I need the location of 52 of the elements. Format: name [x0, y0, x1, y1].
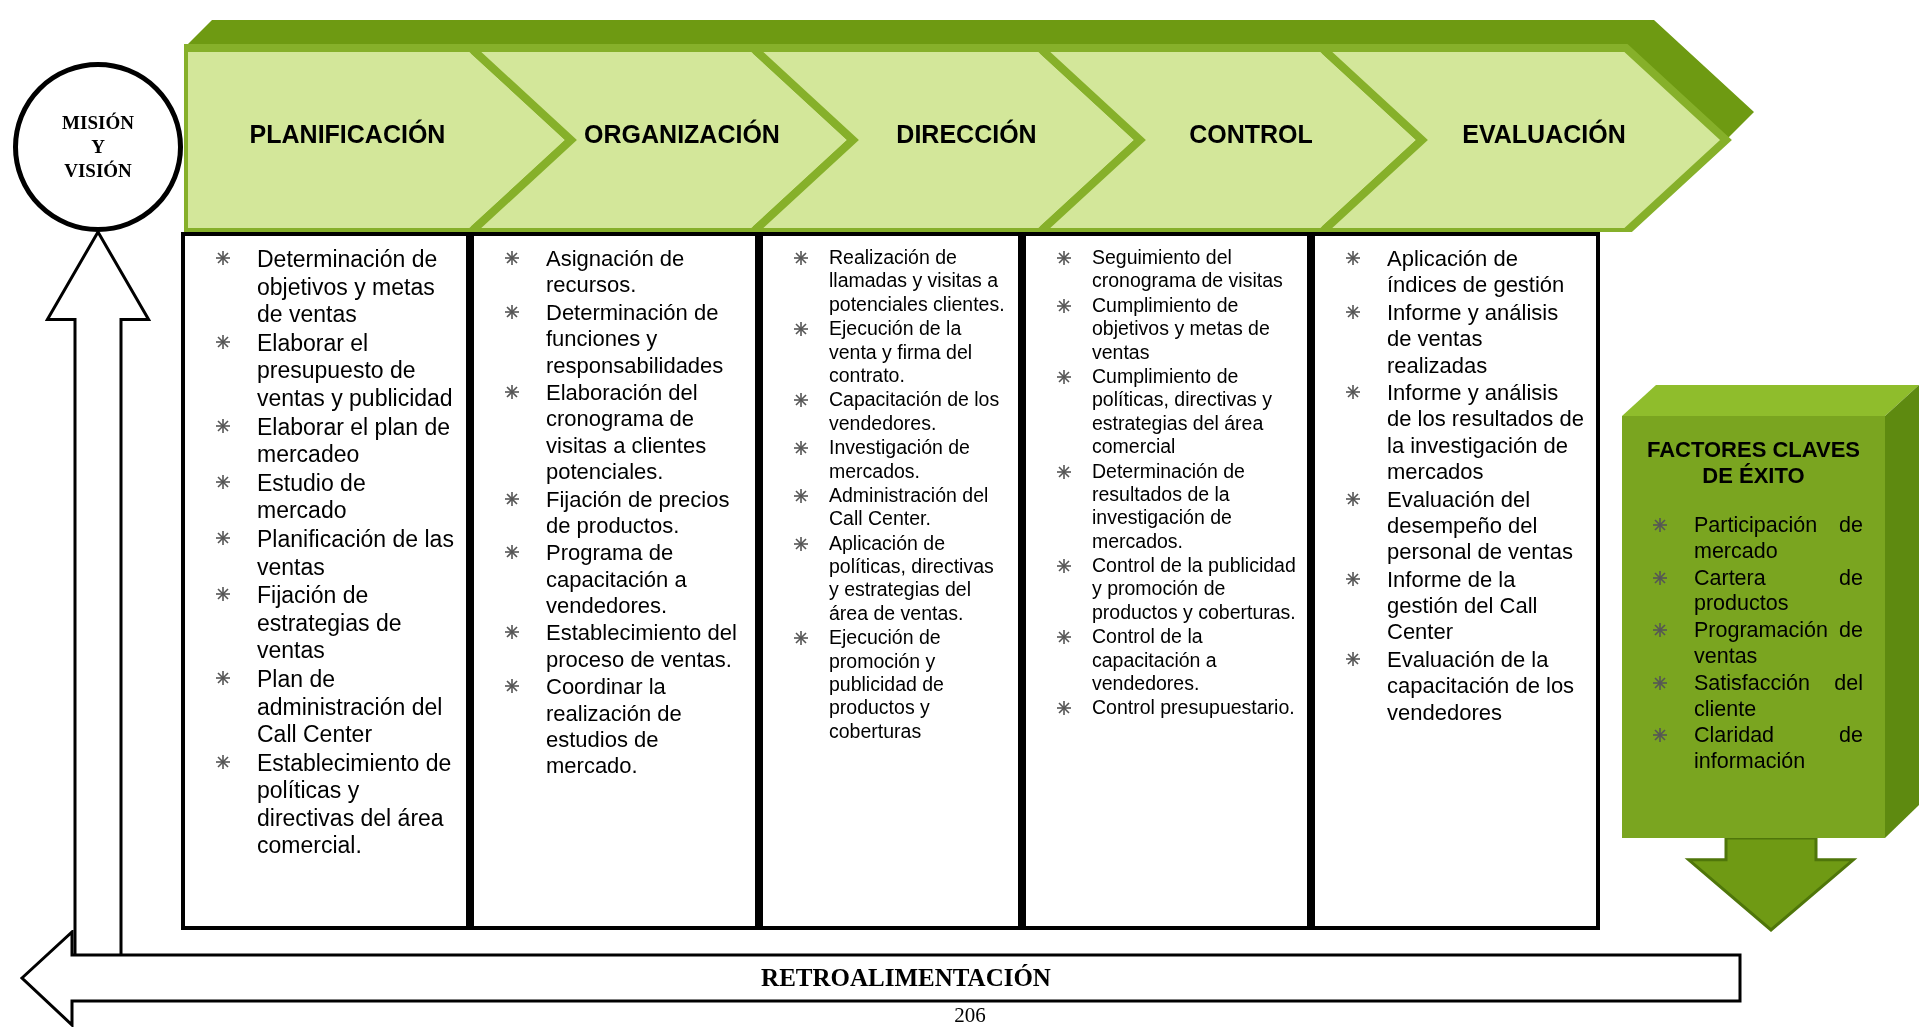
stage-label: ORGANIZACIÓN: [583, 120, 781, 149]
list-item: Elaborar el plan de mercadeo: [257, 413, 452, 469]
page-number: 206: [953, 1003, 987, 1027]
stage-label: EVALUACIÓN: [1461, 120, 1627, 149]
list-item: Cartera de productos: [1694, 565, 1863, 618]
list-item: Control presupuestario.: [1092, 696, 1296, 720]
panel-heading: FACTORES CLAVES DE ÉXITO: [1645, 437, 1862, 490]
list-item: Fijación de precios de productos.: [546, 486, 731, 540]
list-item: Administración del Call Center.: [829, 483, 990, 531]
list-item: Capacitación de los vendedores.: [829, 388, 1001, 436]
list-panel: [181, 232, 470, 930]
circle-label: MISIÓN Y VISIÓN: [61, 111, 135, 183]
list-item: Informe y análisis de ventas realizadas: [1387, 299, 1560, 379]
list-item: Ejecución de la venta y firma del contrato.: [829, 317, 974, 388]
list-item: Plan de administración del Call Center: [257, 665, 444, 749]
list-item: Asignación de recursos.: [546, 246, 686, 299]
list-item: Control de la publicidad y promoción de productos y coberturas.: [1092, 554, 1297, 625]
list-item: Coordinar la realización de estudios de mercado.: [546, 674, 683, 780]
list-item: Investigación de mercados.: [829, 436, 971, 483]
list-item: Satisfacción del cliente: [1694, 670, 1863, 723]
list-item: Informe y análisis de los resultados de la investigación de mercados: [1387, 379, 1585, 486]
list-item: Aplicación de políticas, directivas y estrategias del área de ventas.: [829, 531, 995, 626]
stage-label: PLANIFICACIÓN: [248, 120, 447, 149]
list-item: Programa de capacitación a vendedores.: [546, 540, 688, 620]
list-item: Evaluación del desempeño del personal de ventas: [1387, 486, 1574, 566]
arrow: [1684, 836, 1858, 932]
stage-label: DIRECCIÓN: [895, 120, 1038, 149]
list-item: Determinación de objetivos y metas de ventas: [257, 246, 439, 329]
list-item: Cumplimiento de políticas, directivas y estrategias del área comercial: [1092, 364, 1273, 459]
list-item: Determinación de resultados de la investigación de mercados.: [1092, 459, 1246, 554]
stage-label: CONTROL: [1188, 120, 1314, 149]
list-item: Establecimiento de políticas y directivas del área comercial.: [257, 749, 453, 861]
list-item: Ejecución de promoción y publicidad de productos y coberturas: [829, 626, 945, 744]
band-label: RETROALIMENTACIÓN: [760, 963, 1052, 993]
list-item: Planificación de las ventas: [257, 525, 455, 582]
list-item: Control de la capacitación a vendedores.: [1092, 625, 1218, 696]
list-item: Cumplimiento de objetivos y metas de ventas: [1092, 293, 1271, 364]
list-item: Estudio de mercado: [257, 469, 367, 525]
list-item: Programación de ventas: [1694, 618, 1863, 670]
list-item: Elaboración del cronograma de visitas a clientes potenciales.: [546, 379, 708, 486]
list-item: Participación de mercado: [1694, 513, 1863, 565]
list-item: Establecimiento del proceso de ventas.: [546, 620, 738, 674]
list-item: Realización de llamadas y visitas a potenciales clientes.: [829, 246, 1006, 317]
list-item: Informe de la gestión del Call Center: [1387, 566, 1539, 646]
list-item: Fijación de estrategias de ventas: [257, 582, 403, 665]
list-item: Seguimiento del cronograma de visitas: [1092, 246, 1284, 293]
list-item: Aplicación de índices de gestión: [1387, 246, 1566, 299]
list-item: Claridad de información: [1694, 723, 1863, 775]
list-panel: [1311, 232, 1600, 930]
list-item: Evaluación de la capacitación de los vendedores: [1387, 646, 1576, 727]
list-item: Determinación de funciones y responsabilidades: [546, 299, 725, 379]
list-item: Elaborar el presupuesto de ventas y publicidad: [257, 329, 454, 413]
